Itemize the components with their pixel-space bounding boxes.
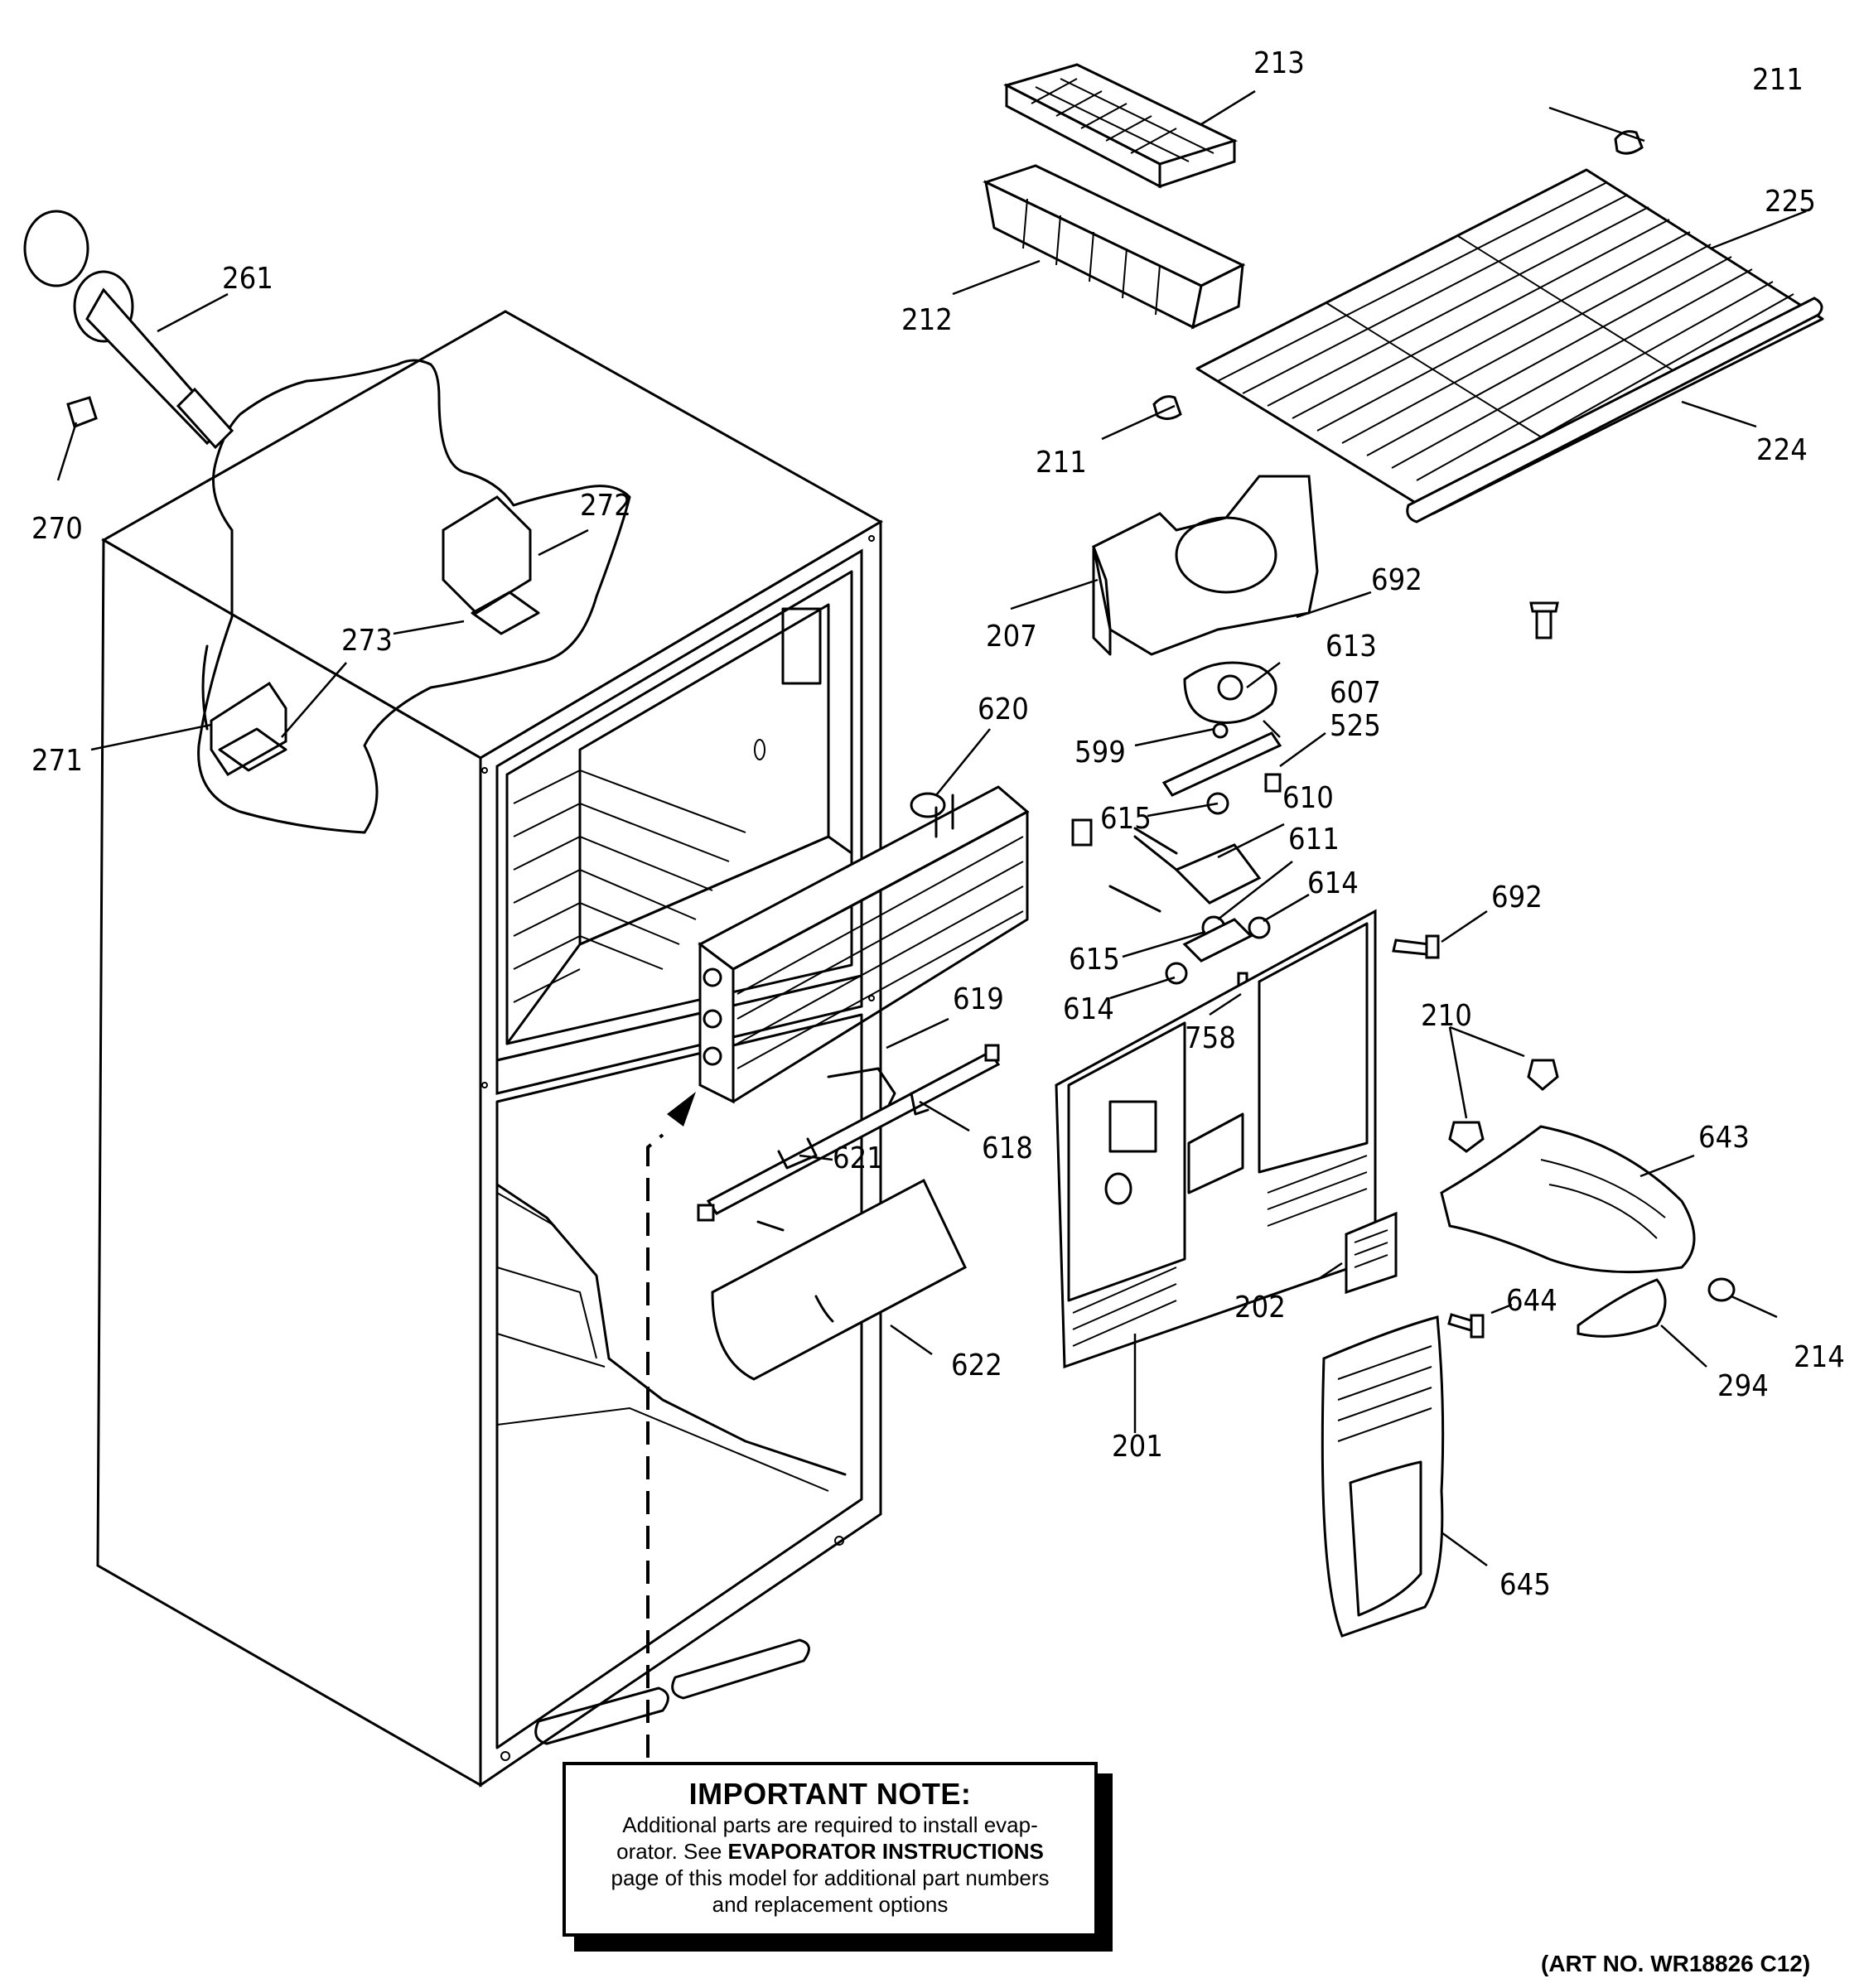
rear-panel <box>1055 909 1398 1369</box>
label-214: 214 <box>1794 1340 1845 1374</box>
label-272: 272 <box>580 489 631 523</box>
label-644: 644 <box>1506 1284 1557 1318</box>
note-line-2-text: orator. See <box>616 1839 728 1864</box>
leader-lines <box>56 89 1807 1567</box>
label-207: 207 <box>986 620 1037 654</box>
label-622: 622 <box>951 1349 1002 1382</box>
label-261: 261 <box>222 262 273 296</box>
label-224: 224 <box>1756 433 1808 467</box>
evaporator-pointer-arrow <box>646 1092 696 1758</box>
important-note-box: IMPORTANT NOTE: Additional parts are req… <box>563 1762 1098 1937</box>
label-211-top: 211 <box>1752 63 1804 97</box>
label-210: 210 <box>1421 999 1472 1033</box>
wire-shelf <box>1152 130 1824 524</box>
label-621: 621 <box>833 1141 884 1175</box>
note-line-3: page of this model for additional part n… <box>611 1865 1050 1890</box>
label-620: 620 <box>978 692 1029 726</box>
label-643: 643 <box>1698 1121 1750 1155</box>
defrost-heater <box>697 1044 1001 1381</box>
label-270: 270 <box>31 512 83 546</box>
fill-tube <box>23 210 234 450</box>
label-213: 213 <box>1253 46 1305 80</box>
evaporator-instructions-reference: EVAPORATOR INSTRUCTIONS <box>727 1839 1044 1864</box>
label-212: 212 <box>901 303 953 337</box>
label-211-left: 211 <box>1036 446 1087 480</box>
fan-housing <box>1092 475 1559 724</box>
label-645: 645 <box>1499 1568 1551 1602</box>
label-273: 273 <box>341 624 393 658</box>
label-525: 525 <box>1330 709 1381 743</box>
label-613: 613 <box>1326 630 1377 663</box>
label-618: 618 <box>982 1132 1033 1165</box>
note-title: IMPORTANT NOTE: <box>688 1777 972 1811</box>
fan-motor-assembly <box>1071 722 1282 996</box>
label-607: 607 <box>1330 676 1381 710</box>
insulation-wrap <box>197 359 631 834</box>
note-line-4: and replacement options <box>712 1892 949 1917</box>
label-615-top: 615 <box>1100 802 1152 836</box>
label-225: 225 <box>1765 185 1816 219</box>
label-692-mid: 692 <box>1491 881 1543 914</box>
label-619: 619 <box>953 982 1004 1016</box>
label-614-left: 614 <box>1063 992 1114 1026</box>
label-271: 271 <box>31 744 83 778</box>
note-line-1: Additional parts are required to install… <box>622 1812 1038 1837</box>
label-610: 610 <box>1282 781 1334 815</box>
part-number-labels: 213 211 225 212 211 224 261 270 272 273 … <box>31 46 1845 1602</box>
ice-trays <box>983 63 1246 330</box>
label-611: 611 <box>1288 823 1340 856</box>
label-294: 294 <box>1717 1369 1769 1403</box>
label-599: 599 <box>1074 736 1126 770</box>
label-758: 758 <box>1185 1021 1236 1055</box>
evaporator <box>698 785 1030 1112</box>
label-692-top: 692 <box>1371 563 1422 597</box>
label-201: 201 <box>1112 1430 1163 1464</box>
label-202: 202 <box>1234 1291 1286 1325</box>
note-line-2: orator. See EVAPORATOR INSTRUCTIONS <box>566 1838 1094 1865</box>
dispenser-parts <box>1321 934 1736 1638</box>
label-614-right: 614 <box>1307 866 1359 900</box>
label-615-bottom: 615 <box>1069 943 1120 977</box>
art-number: (ART NO. WR18826 C12) <box>1541 1951 1811 1976</box>
